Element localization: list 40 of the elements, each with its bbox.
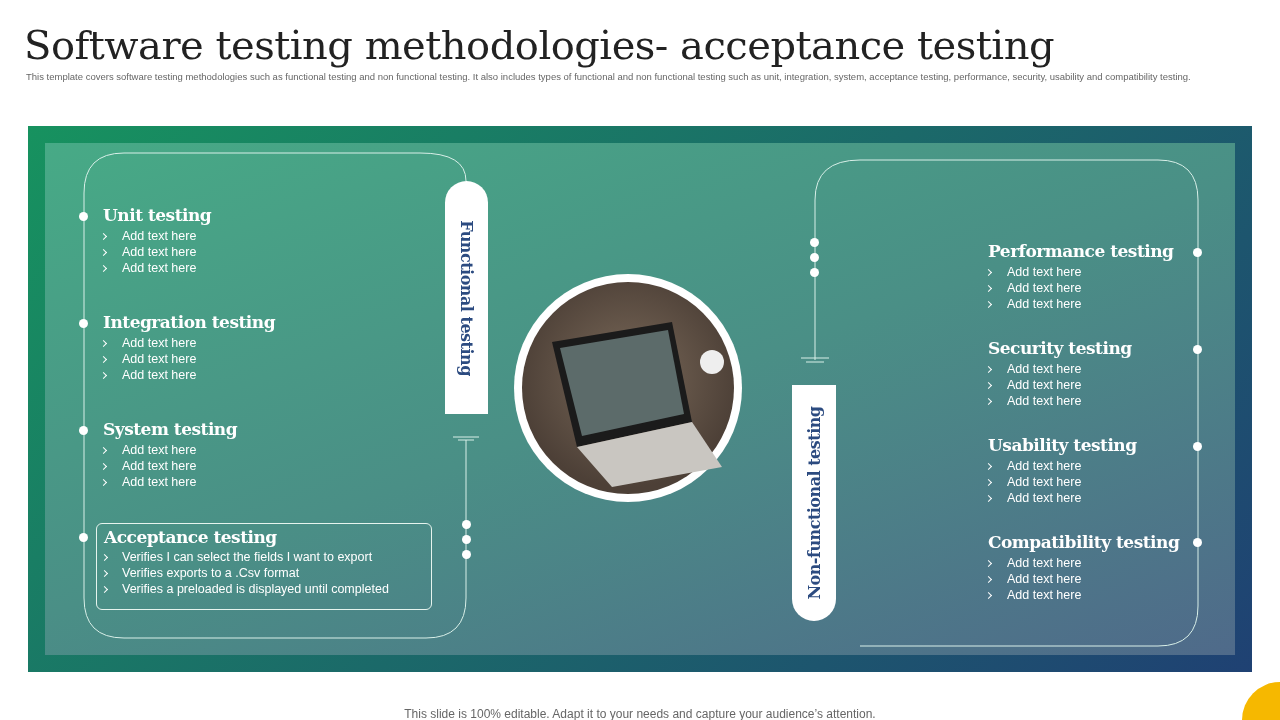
bullet-text: Add text here	[1007, 588, 1082, 602]
footer-note: This slide is 100% editable. Adapt it to your needs and capture your audience’s attention.	[403, 707, 877, 720]
pill-label: Functional testing	[457, 219, 476, 376]
group-heading: Integration testing	[103, 312, 276, 332]
category-pill	[792, 385, 836, 621]
bullet-text: Add text here	[1007, 281, 1082, 295]
bullet-text: Add text here	[1007, 297, 1082, 311]
bullet-text: Add text here	[122, 459, 197, 473]
bullet-text: Add text here	[1007, 572, 1082, 586]
bullet-text: Add text here	[122, 475, 197, 489]
pill-label: Non-functional testing	[804, 406, 824, 600]
slide-title: Software testing methodologies- acceptance testing	[24, 22, 1054, 68]
bullet-text: Add text here	[122, 336, 197, 350]
group-heading: Unit testing	[103, 205, 212, 225]
bullet-text: Verifies exports to a .Csv format	[122, 566, 300, 580]
bullet-text: Add text here	[1007, 491, 1082, 505]
group-heading: Security testing	[988, 338, 1132, 358]
bullet-text: Add text here	[1007, 362, 1082, 376]
bullet-text: Add text here	[1007, 459, 1082, 473]
box-heading: Acceptance testing	[104, 527, 277, 547]
bullet-text: Add text here	[122, 443, 197, 457]
category-pill	[445, 181, 488, 414]
bullet-text: Add text here	[1007, 475, 1082, 489]
bullet-text: Add text here	[122, 229, 197, 243]
bullet-text: Add text here	[1007, 556, 1082, 570]
group-heading: Performance testing	[988, 241, 1174, 261]
bullet-text: Verifies a preloaded is displayed until completed	[122, 582, 389, 596]
bullet-text: Add text here	[1007, 265, 1082, 279]
group-heading: Compatibility testing	[988, 532, 1180, 552]
group-heading: System testing	[103, 419, 238, 439]
bullet-text: Verifies I can select the fields I want to export	[122, 550, 373, 564]
bullet-text: Add text here	[1007, 394, 1082, 408]
bullet-text: Add text here	[122, 352, 197, 366]
bullet-text: Add text here	[122, 368, 197, 382]
subtitle: This template covers software testing methodologies such as functional testing and non functional testing. It also includes types of functional and non functional testing such as unit, integration, system, acceptance testing, performance, security, usability and compatibility testing.	[26, 70, 1192, 83]
highlight-box	[96, 523, 432, 610]
bullet-text: Add text here	[122, 261, 197, 275]
group-heading: Usability testing	[988, 435, 1137, 455]
bullet-text: Add text here	[122, 245, 197, 259]
bullet-text: Add text here	[1007, 378, 1082, 392]
